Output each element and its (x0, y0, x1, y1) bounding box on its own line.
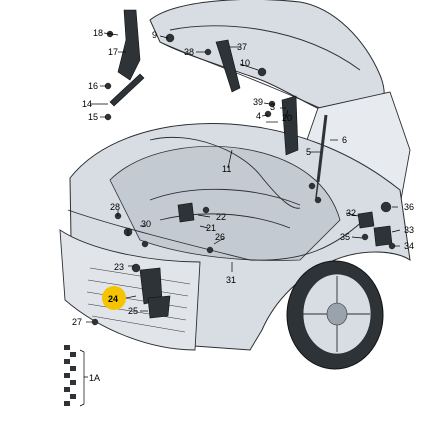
callout-35: 35 (340, 232, 350, 242)
callout-26: 26 (215, 232, 225, 242)
callout-25: 25 (128, 306, 138, 316)
callout-3: 3 (270, 102, 275, 112)
callout-6: 6 (342, 135, 347, 145)
fasteners (91, 30, 396, 326)
lock-25 (147, 295, 171, 319)
leader-lines (86, 32, 401, 323)
highlight-24 (102, 286, 126, 310)
callout-18: 18 (93, 28, 103, 38)
part-33 (373, 225, 393, 247)
callout-39: 39 (253, 97, 263, 107)
callout-27: 27 (72, 317, 82, 327)
support-rod (109, 73, 145, 107)
front-wheel (286, 260, 384, 370)
bracket-1A (79, 349, 88, 407)
callout-24: 24 (108, 294, 118, 304)
callout-4: 4 (256, 111, 261, 121)
callout-37: 37 (237, 42, 247, 52)
callout-36: 36 (404, 202, 414, 212)
release-cable-lower (67, 209, 373, 261)
bolt-series-1A (64, 345, 76, 406)
callout-33: 33 (404, 225, 414, 235)
callout-21: 21 (206, 223, 216, 233)
callout-32: 32 (346, 208, 356, 218)
grille (86, 267, 191, 333)
callout-15: 15 (88, 112, 98, 122)
callout-31: 31 (226, 275, 236, 285)
callout-30: 30 (141, 219, 151, 229)
part-32 (357, 211, 375, 229)
callout-28: 28 (110, 202, 120, 212)
callout-20: 20 (282, 113, 292, 123)
callout-5: 5 (306, 147, 311, 157)
callout-labels: 18 17 9 38 37 10 16 14 15 39 3 4 20 6 5 … (72, 28, 414, 327)
hinge-left (117, 9, 141, 81)
hood-strut (316, 114, 328, 183)
callout-38: 38 (184, 47, 194, 57)
callout-1A-label: 1A (89, 373, 100, 383)
callout-34: 34 (404, 241, 414, 251)
callout-16: 16 (88, 81, 98, 91)
bracket-20 (281, 95, 299, 156)
release-cable-upper (149, 136, 301, 209)
callout-14: 14 (82, 99, 92, 109)
callout-23: 23 (114, 262, 124, 272)
callout-9: 9 (152, 30, 157, 40)
callout-11: 11 (222, 164, 231, 174)
callout-10: 10 (240, 58, 250, 68)
hinge-right (215, 39, 241, 93)
callout-22: 22 (216, 212, 226, 222)
switch-22 (177, 202, 195, 223)
callout-17: 17 (108, 47, 118, 57)
